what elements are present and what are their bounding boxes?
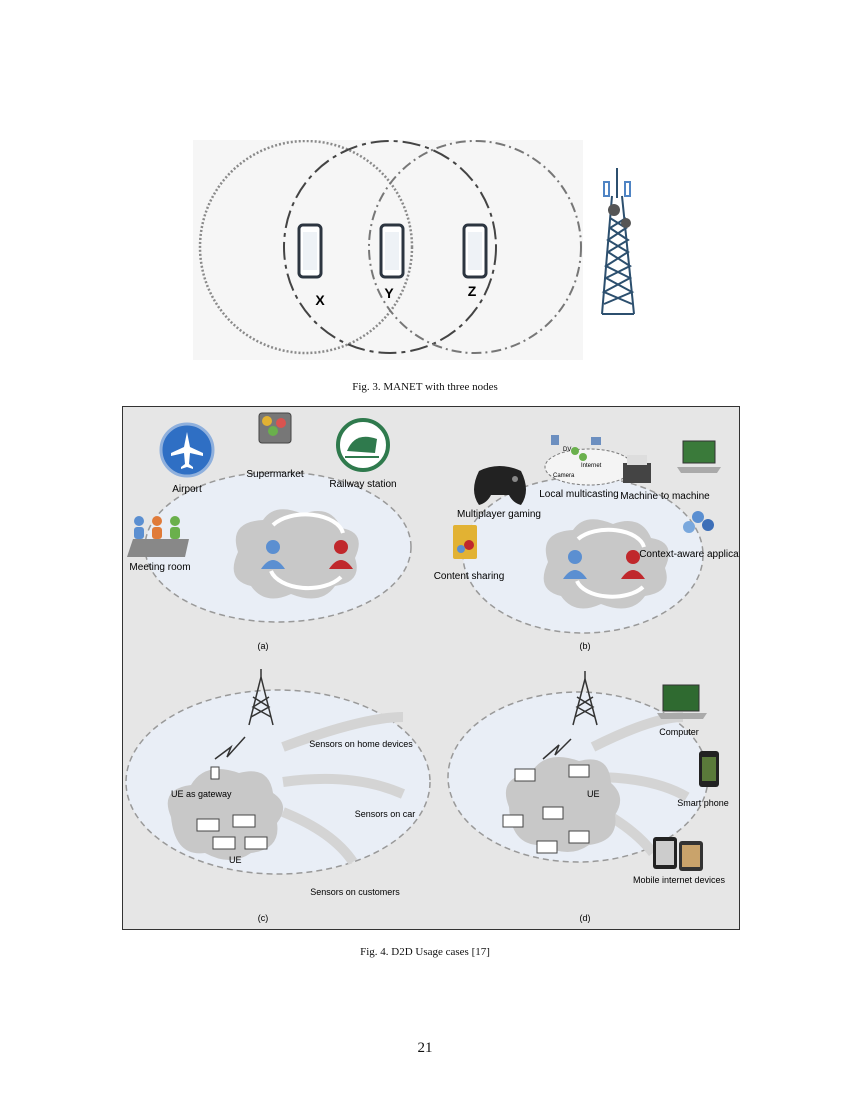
exchange-arrow xyxy=(269,570,343,591)
shopping-basket-icon xyxy=(258,412,292,444)
tablet-icon xyxy=(653,837,703,871)
label-sensors-on-customers: Sensors on customers xyxy=(310,887,400,897)
people-group-icon xyxy=(683,511,714,533)
label-ue: UE xyxy=(587,789,600,799)
label-computer: Computer xyxy=(659,727,699,737)
cell-tower-icon xyxy=(600,168,642,323)
smartphone-icon xyxy=(699,751,719,787)
gamepad-icon xyxy=(474,466,526,505)
user-red-icon xyxy=(329,540,353,569)
label-ue: UE xyxy=(229,855,242,865)
train-icon xyxy=(336,418,390,472)
link-arrow xyxy=(542,738,572,760)
exchange-arrow xyxy=(271,512,345,534)
panel-label-c: (c) xyxy=(258,913,269,923)
fig4-caption: Fig. 4. D2D Usage cases [17] xyxy=(360,946,490,958)
cloud-shape xyxy=(543,519,669,609)
panel-label-a: (a) xyxy=(258,641,269,651)
range-circle-z xyxy=(368,140,582,354)
cloud-word-internet: Internet xyxy=(581,463,602,469)
folder-people-icon xyxy=(453,525,477,559)
label-railway-station: Railway station xyxy=(329,479,396,490)
phone-icon-x xyxy=(297,223,323,279)
label-multiplayer-gaming: Multiplayer gaming xyxy=(457,509,541,520)
exchange-arrow xyxy=(575,580,645,599)
user-blue-icon xyxy=(563,550,587,579)
label-sensors-home-devices: Sensors on home devices xyxy=(309,739,413,749)
node-label-z: Z xyxy=(468,283,477,299)
label-meeting-room: Meeting room xyxy=(129,562,190,573)
node-label-x: X xyxy=(315,292,325,308)
exchange-arrow xyxy=(576,527,646,548)
range-circle-y xyxy=(283,140,497,354)
user-blue-icon xyxy=(261,540,285,569)
label-machine-to-machine: Machine to machine xyxy=(620,491,710,502)
panel-b: Multiplayer gaming DV Internet Camera Lo… xyxy=(434,435,740,651)
label-mobile-internet-devices: Mobile internet devices xyxy=(633,875,726,885)
panel-a: Airport Supermarket Railway station Meet… xyxy=(127,412,412,651)
label-smart-phone: Smart phone xyxy=(677,798,729,808)
label-local-multicasting: Local multicasting xyxy=(539,489,618,500)
multicast-devices-icon xyxy=(544,435,634,486)
d2d-usage-diagram: Airport Supermarket Railway station Meet… xyxy=(125,412,740,923)
range-circle-x xyxy=(198,139,414,355)
link-arrow xyxy=(214,736,246,760)
label-sensors-on-car: Sensors on car xyxy=(355,809,416,819)
label-ue-as-gateway: UE as gateway xyxy=(171,789,232,799)
sensor-beam xyxy=(282,773,406,799)
node-label-y: Y xyxy=(384,285,394,301)
label-content-sharing: Content sharing xyxy=(434,571,505,582)
meeting-people-icon xyxy=(127,516,189,557)
cloud-word-camera: Camera xyxy=(553,473,575,479)
manet-diagram: X Y Z xyxy=(198,139,582,355)
fig3-caption: Fig. 3. MANET with three nodes xyxy=(352,381,498,393)
label-supermarket: Supermarket xyxy=(246,469,303,480)
label-airport: Airport xyxy=(172,484,202,495)
panel-label-b: (b) xyxy=(580,641,591,651)
panel-d: UE Computer Smart phone Mobile internet … xyxy=(447,671,729,923)
cloud-word-dv: DV xyxy=(563,447,571,453)
user-red-icon xyxy=(621,550,645,579)
cell-tower-icon xyxy=(248,669,274,726)
label-context-aware-application: Context-aware application xyxy=(639,549,740,560)
phone-icon-z xyxy=(462,223,488,279)
printer-laptop-icon xyxy=(623,440,721,483)
laptop-icon xyxy=(657,684,707,719)
device-node-icon xyxy=(196,766,268,850)
fig3-image: X Y Z xyxy=(193,139,583,360)
panel-label-d: (d) xyxy=(580,913,591,923)
airplane-icon xyxy=(159,422,215,478)
panel-c: UE as gateway UE Sensors on home devices… xyxy=(125,669,431,923)
phone-icon-y xyxy=(379,223,405,279)
sensor-beam xyxy=(281,807,358,865)
cloud-shape xyxy=(233,509,359,599)
cell-tower-icon xyxy=(572,671,598,726)
fig4-image: Airport Supermarket Railway station Meet… xyxy=(122,406,740,930)
device-node-icon xyxy=(502,764,590,854)
page-number: 21 xyxy=(417,1040,433,1056)
sensor-beam xyxy=(281,712,404,752)
